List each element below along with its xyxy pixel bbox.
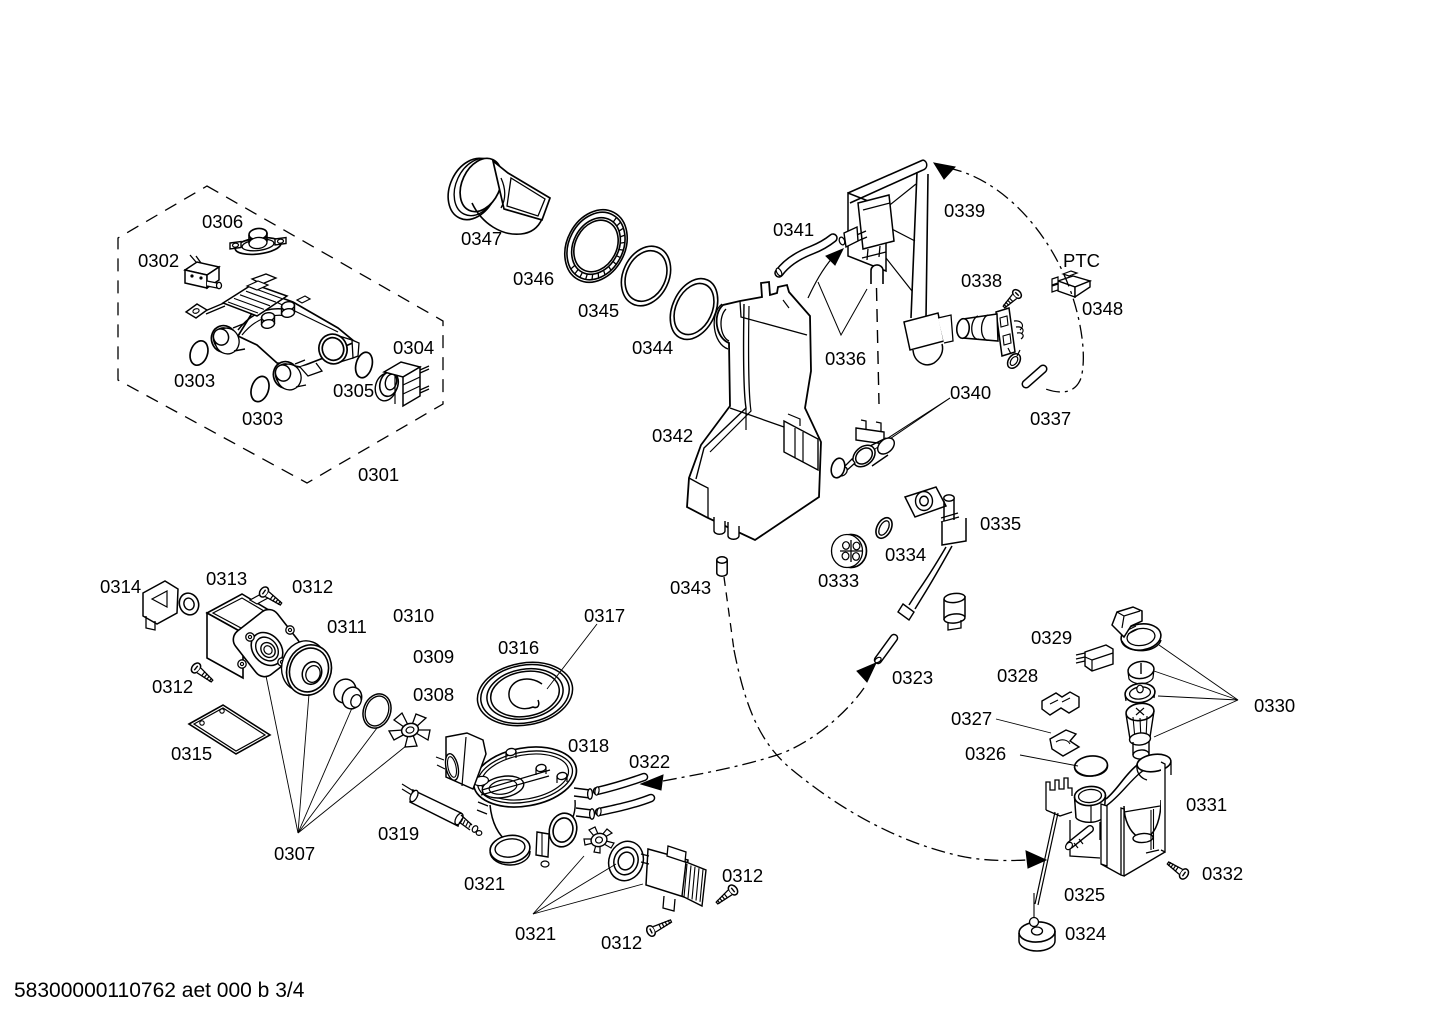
- svg-text:0304: 0304: [393, 337, 434, 358]
- svg-text:0336: 0336: [825, 348, 866, 369]
- svg-text:0333: 0333: [818, 570, 859, 591]
- svg-text:0323: 0323: [892, 667, 933, 688]
- svg-text:0345: 0345: [578, 300, 619, 321]
- svg-text:0334: 0334: [885, 544, 926, 565]
- svg-text:0331: 0331: [1186, 794, 1227, 815]
- svg-text:0346: 0346: [513, 268, 554, 289]
- svg-text:0325: 0325: [1064, 884, 1105, 905]
- svg-text:0319: 0319: [378, 823, 419, 844]
- svg-text:0335: 0335: [980, 513, 1021, 534]
- svg-text:0313: 0313: [206, 568, 247, 589]
- svg-text:0326: 0326: [965, 743, 1006, 764]
- svg-text:0310: 0310: [393, 605, 434, 626]
- svg-text:0312: 0312: [601, 932, 642, 953]
- svg-text:PTC: PTC: [1063, 250, 1100, 271]
- svg-text:0316: 0316: [498, 637, 539, 658]
- svg-text:0309: 0309: [413, 646, 454, 667]
- svg-text:0307: 0307: [274, 843, 315, 864]
- svg-text:0330: 0330: [1254, 695, 1295, 716]
- svg-text:0318: 0318: [568, 735, 609, 756]
- svg-text:0341: 0341: [773, 219, 814, 240]
- svg-text:0312: 0312: [292, 576, 333, 597]
- svg-text:0315: 0315: [171, 743, 212, 764]
- svg-text:0303: 0303: [242, 408, 283, 429]
- svg-text:0343: 0343: [670, 577, 711, 598]
- svg-text:58300000110762 aet 000 b 3/4: 58300000110762 aet 000 b 3/4: [14, 979, 305, 1002]
- svg-text:0317: 0317: [584, 605, 625, 626]
- svg-text:0308: 0308: [413, 684, 454, 705]
- svg-text:0302: 0302: [138, 250, 179, 271]
- svg-text:0322: 0322: [629, 751, 670, 772]
- svg-text:0312: 0312: [722, 865, 763, 886]
- svg-text:0348: 0348: [1082, 298, 1123, 319]
- svg-text:0321: 0321: [464, 873, 505, 894]
- svg-text:0303: 0303: [174, 370, 215, 391]
- svg-text:0344: 0344: [632, 337, 673, 358]
- svg-text:0347: 0347: [461, 228, 502, 249]
- svg-text:0314: 0314: [100, 576, 141, 597]
- svg-text:0337: 0337: [1030, 408, 1071, 429]
- svg-text:0338: 0338: [961, 270, 1002, 291]
- svg-text:0339: 0339: [944, 200, 985, 221]
- svg-text:0311: 0311: [327, 616, 367, 637]
- svg-text:0332: 0332: [1202, 863, 1243, 884]
- svg-text:0329: 0329: [1031, 627, 1072, 648]
- svg-text:0342: 0342: [652, 425, 693, 446]
- svg-text:0340: 0340: [950, 382, 991, 403]
- svg-text:0305: 0305: [333, 380, 374, 401]
- svg-text:0328: 0328: [997, 665, 1038, 686]
- svg-text:0312: 0312: [152, 676, 193, 697]
- svg-text:0301: 0301: [358, 464, 399, 485]
- svg-text:0324: 0324: [1065, 923, 1106, 944]
- svg-text:0306: 0306: [202, 211, 243, 232]
- svg-text:0321: 0321: [515, 923, 556, 944]
- svg-text:0327: 0327: [951, 708, 992, 729]
